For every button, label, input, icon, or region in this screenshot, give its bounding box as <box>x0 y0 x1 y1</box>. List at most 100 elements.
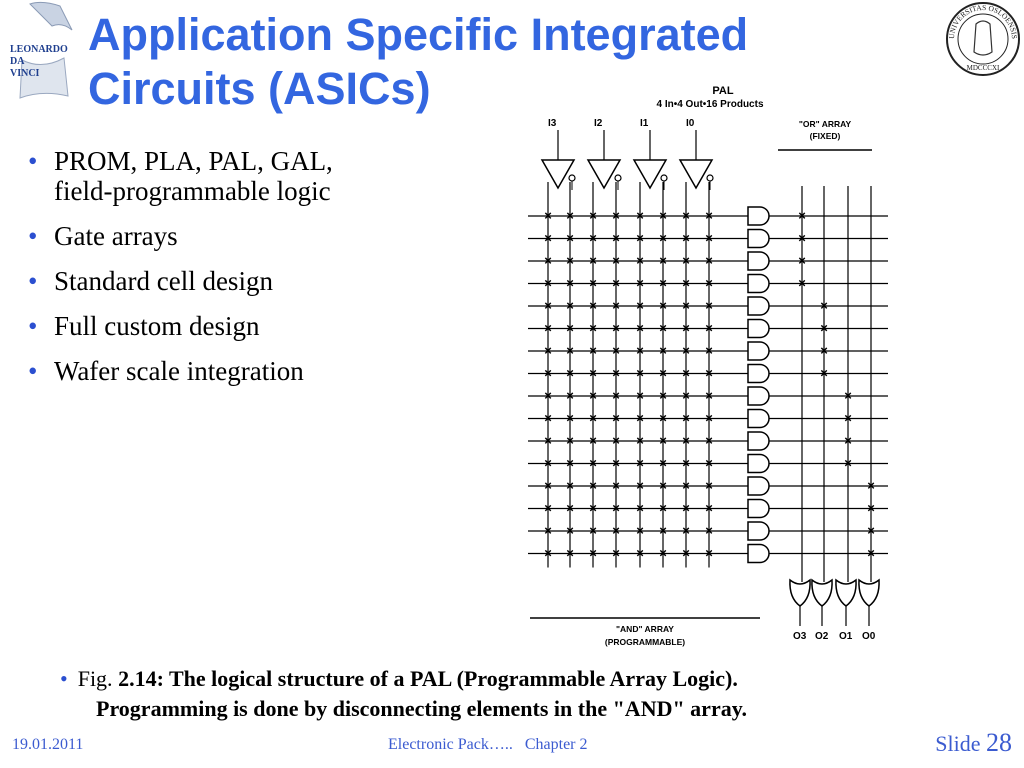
fuse-x-mark: × <box>659 456 667 471</box>
fuse-x-mark: × <box>544 253 552 268</box>
fuse-x-mark: × <box>589 433 597 448</box>
fuse-x-mark: × <box>636 546 644 561</box>
fuse-x-mark: × <box>544 343 552 358</box>
fuse-x-mark: × <box>612 388 620 403</box>
output-label: O1 <box>839 631 853 642</box>
bullet-text-1a: PROM, PLA, PAL, GAL, <box>54 146 333 176</box>
fuse-x-mark: × <box>705 546 713 561</box>
fuse-x-mark: × <box>612 501 620 516</box>
fuse-x-mark: × <box>636 411 644 426</box>
and-gate <box>747 273 770 294</box>
fuse-x-mark: × <box>705 231 713 246</box>
fuse-x-mark: × <box>636 456 644 471</box>
fuse-x-mark: × <box>612 298 620 313</box>
fuse-x-mark: × <box>705 388 713 403</box>
bullet-text-2: Gate arrays <box>54 221 178 251</box>
fuse-x-mark: × <box>636 478 644 493</box>
fuse-x-mark: × <box>636 276 644 291</box>
fuse-x-mark: × <box>659 478 667 493</box>
fuse-x-mark: × <box>544 523 552 538</box>
fuse-x-mark: × <box>682 546 690 561</box>
fuse-x-mark: × <box>566 411 574 426</box>
bullet-item: Gate arrays <box>28 221 468 251</box>
fuse-x-mark: × <box>682 208 690 223</box>
inverter-bubble <box>614 174 622 182</box>
fuse-x-mark: × <box>636 231 644 246</box>
caption-bullet: • <box>60 666 68 691</box>
fuse-x-mark: × <box>705 433 713 448</box>
fuse-x-mark: × <box>589 208 597 223</box>
fuse-x-mark: × <box>705 366 713 381</box>
fuse-x-mark: × <box>636 208 644 223</box>
bullet-text-1b: field-programmable logic <box>54 176 331 206</box>
fuse-x-mark: × <box>705 276 713 291</box>
fuse-x-mark: × <box>612 456 620 471</box>
footer-date: 19.01.2011 <box>12 736 84 753</box>
fuse-x-mark: × <box>544 456 552 471</box>
and-gate <box>747 386 770 406</box>
and-array-label-1: "AND" ARRAY <box>616 624 674 634</box>
logo-text-3: VINCI <box>10 68 40 79</box>
logo-text-1: LEONARDO <box>10 44 68 55</box>
fuse-x-mark: × <box>682 253 690 268</box>
fuse-x-mark: × <box>566 208 574 223</box>
fuse-x-mark: × <box>566 523 574 538</box>
fuse-x-mark: × <box>636 321 644 336</box>
and-gate <box>747 318 770 339</box>
fuse-x-mark: × <box>544 231 552 246</box>
fuse-x-mark: × <box>659 388 667 403</box>
or-array-label-2: (FIXED) <box>810 131 841 141</box>
fuse-x-mark: × <box>612 208 620 223</box>
fuse-x-mark: × <box>705 298 713 313</box>
fuse-x-mark: × <box>589 366 597 381</box>
fuse-x-mark: × <box>612 411 620 426</box>
or-gate <box>835 578 857 607</box>
diagram-title: PAL <box>712 85 733 97</box>
figure-caption: •Fig. 2.14: The logical structure of a P… <box>60 664 970 724</box>
bullet-text-5: Wafer scale integration <box>54 356 304 386</box>
fuse-x-mark: × <box>544 298 552 313</box>
fuse-x-mark: × <box>659 546 667 561</box>
input-buffer-triangle <box>586 159 622 190</box>
fuse-x-mark: × <box>659 276 667 291</box>
input-buffer-triangle <box>678 159 714 190</box>
fuse-x-mark: × <box>589 253 597 268</box>
fuse-x-mark: × <box>566 253 574 268</box>
and-gate <box>747 498 770 519</box>
fuse-x-mark: × <box>705 343 713 358</box>
input-label: I0 <box>686 118 695 129</box>
fuse-x-mark: × <box>682 276 690 291</box>
fuse-x-mark: × <box>612 366 620 381</box>
and-gate <box>747 453 770 474</box>
input-label: I3 <box>548 118 557 129</box>
fuse-x-mark: × <box>659 523 667 538</box>
fuse-x-mark: × <box>566 433 574 448</box>
fuse-x-mark: × <box>682 433 690 448</box>
fuse-x-mark: × <box>705 253 713 268</box>
logo-text-2: DA <box>10 56 25 67</box>
fuse-x-mark: × <box>659 321 667 336</box>
input-buffer-triangle <box>632 159 668 190</box>
output-label: O0 <box>862 631 876 642</box>
fuse-x-mark: × <box>636 253 644 268</box>
and-gate <box>747 521 770 541</box>
fuse-x-mark: × <box>589 298 597 313</box>
fuse-x-mark: × <box>566 298 574 313</box>
slide-label: Slide <box>935 731 986 756</box>
fuse-x-mark: × <box>705 321 713 336</box>
fuse-x-mark: × <box>566 501 574 516</box>
fuse-x-mark: × <box>636 343 644 358</box>
university-seal-logo: UNIVERSITAS OSLOENSIS MDCCCXI <box>944 0 1022 78</box>
bullet-list: PROM, PLA, PAL, GAL, field-programmable … <box>28 146 468 401</box>
fuse-x-mark: × <box>544 321 552 336</box>
diagram-subtitle: 4 In•4 Out•16 Products <box>656 99 763 110</box>
fuse-x-mark: × <box>612 231 620 246</box>
and-gate <box>747 431 770 451</box>
fuse-x-mark: × <box>682 411 690 426</box>
fuse-x-mark: × <box>544 411 552 426</box>
fuse-x-mark: × <box>612 276 620 291</box>
fuse-x-mark: × <box>544 433 552 448</box>
fuse-x-mark: × <box>682 456 690 471</box>
input-buffer-triangle <box>540 159 576 190</box>
fuse-x-mark: × <box>659 366 667 381</box>
